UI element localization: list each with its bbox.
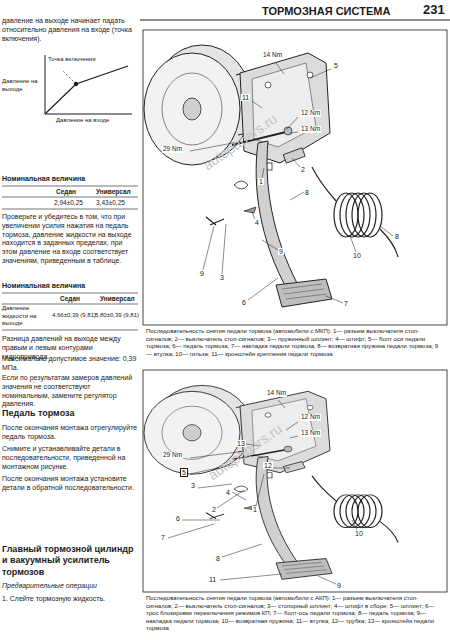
callout-number: 5 — [333, 62, 339, 69]
callout-number: 6 — [175, 515, 181, 522]
page-number: 231 — [423, 2, 445, 18]
body-text: После окончания монтажа отрегулируйте пе… — [2, 424, 138, 442]
callout-number: 8 — [215, 555, 221, 562]
table-cell: Универсал — [100, 295, 135, 303]
axis-label: Точка включения — [48, 56, 95, 64]
table-cell: 3,43±0,25 — [96, 199, 125, 207]
callout-number: 6 — [241, 299, 247, 306]
body-text: Снимите и устанавливайте детали в послед… — [2, 445, 138, 471]
callout-number: 11 — [241, 94, 250, 101]
body-text: После окончания монтажа установите детал… — [2, 475, 138, 493]
torque-value: 29 Nm — [162, 452, 183, 459]
callout-number: 2 — [211, 506, 217, 513]
callout-number: 7 — [160, 534, 166, 541]
body-text: 1. Слейте тормозную жидкость. — [2, 595, 138, 604]
callout-number: 9 — [199, 270, 205, 277]
callout-number: 10 — [352, 252, 362, 259]
table-cell: Универсал — [96, 188, 131, 196]
running-header: ТОРМОЗНАЯ СИСТЕМА — [262, 5, 390, 19]
table-cell: Седан — [60, 295, 80, 303]
subheading: Предварительные операции — [2, 582, 138, 591]
body-text: Максимально допустимое значение: 0,39 МП… — [2, 355, 138, 373]
callout-number: 1 — [258, 178, 264, 185]
callout-number: 2 — [300, 166, 306, 173]
table-cell: 2,94±0,25 — [54, 199, 83, 207]
callout-number: 10 — [354, 530, 364, 537]
section-heading: Педаль тормоза — [2, 408, 138, 419]
table-heading: Номинальная величина — [2, 282, 138, 291]
callout-number: 12 — [263, 462, 273, 469]
table-heading: Номинальная величина — [2, 175, 138, 184]
callout-number: 9 — [336, 582, 342, 589]
body-text: Проверьте и убедитесь в том, что при уве… — [2, 213, 138, 266]
table-cell: 5,80±0,39 (9,81) — [95, 312, 139, 320]
callout-number: 4 — [225, 489, 231, 496]
body-text: Если по результатам замеров давлений зна… — [2, 374, 138, 409]
callout-number: 8 — [394, 233, 400, 240]
watermark: autopapers.ru — [205, 420, 286, 484]
torque-value: 13 Nm — [300, 430, 321, 437]
callout-number: 3 — [190, 482, 196, 489]
torque-value: 29 Nm — [162, 146, 183, 153]
figure-caption: Последовательность снятия педали тормоза… — [146, 328, 444, 358]
torque-value: 12 Nm — [300, 414, 321, 421]
callout-number: 5 — [180, 468, 188, 477]
torque-value: 14 Nm — [266, 390, 287, 397]
body-text: давление на выходе начинает падать относ… — [2, 17, 138, 43]
callout-number: 3 — [219, 274, 225, 281]
callout-number: 8 — [304, 189, 310, 196]
callout-number: 4 — [254, 219, 260, 226]
section-heading: Главный тормозной цилиндр и вакуумный ус… — [2, 544, 138, 578]
axis-label: Давление на входе — [56, 117, 109, 125]
table-cell: 4,66±0,39 (9,81) — [52, 312, 96, 320]
table-cell: Давление жидкости на выходе — [2, 305, 50, 328]
torque-value: 12 Nm — [300, 110, 321, 117]
torque-value: 13 Nm — [300, 126, 321, 133]
callout-number: 7 — [343, 300, 349, 307]
callout-number: 1 — [252, 506, 258, 513]
callout-number: 11 — [208, 576, 217, 583]
callout-number: 9 — [278, 248, 284, 255]
callout-number: 13 — [236, 440, 246, 447]
axis-label: Давление на выходе — [2, 78, 42, 93]
watermark: autopapers.ru — [200, 110, 281, 174]
torque-value: 14 Nm — [262, 52, 283, 59]
figure-caption: Последовательность снятия педали тормоза… — [146, 595, 444, 633]
table-cell: Седан — [56, 188, 76, 196]
